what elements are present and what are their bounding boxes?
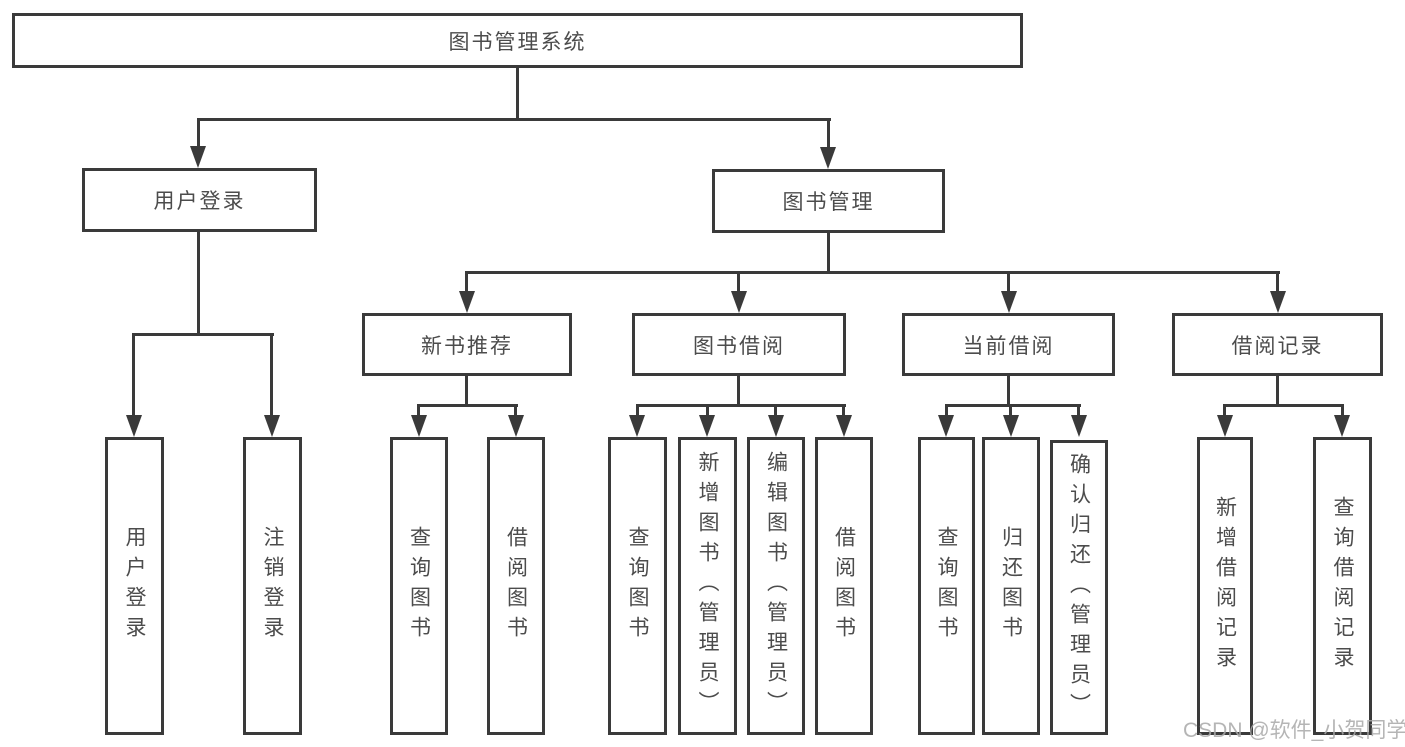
arrowhead-down-icon [1217, 415, 1233, 437]
arrowhead-down-icon [1001, 291, 1017, 313]
leaf-logout-login: 注销登录 [243, 437, 302, 735]
leaf-query-books-current-label: 查询图书 [935, 526, 958, 646]
connector-line [1009, 404, 1012, 416]
connector-line [465, 271, 1280, 274]
node-book-borrowing: 图书借阅 [632, 313, 846, 376]
leaf-confirm-return-admin-label: 确认归还（管理员） [1067, 452, 1091, 723]
connector-line [514, 404, 517, 416]
leaf-query-books-current: 查询图书 [918, 437, 975, 735]
connector-line [842, 404, 845, 416]
arrowhead-down-icon [264, 415, 280, 437]
arrowhead-down-icon [629, 415, 645, 437]
leaf-borrow-books-recommend-label: 借阅图书 [504, 526, 528, 646]
leaf-add-borrow-record: 新增借阅记录 [1197, 437, 1253, 735]
connector-line [737, 271, 740, 292]
leaf-logout-login-label: 注销登录 [261, 526, 284, 646]
node-library-management-system: 图书管理系统 [12, 13, 1023, 68]
arrowhead-down-icon [1334, 415, 1350, 437]
leaf-borrow-books-borrowing-label: 借阅图书 [832, 526, 856, 646]
connector-line [636, 404, 639, 416]
connector-line [132, 333, 274, 336]
arrowhead-down-icon [836, 415, 852, 437]
node-current-borrowing: 当前借阅 [902, 313, 1115, 376]
arrowhead-down-icon [411, 415, 427, 437]
leaf-borrow-books-borrowing: 借阅图书 [815, 437, 873, 735]
leaf-return-books: 归还图书 [982, 437, 1040, 735]
node-current-borrowing-label: 当前借阅 [962, 334, 1055, 358]
arrowhead-down-icon [731, 291, 747, 313]
node-book-management-label: 图书管理 [782, 191, 875, 214]
watermark: CSDN @软件_小贺同学 [1183, 719, 1405, 742]
connector-line [197, 118, 200, 147]
node-new-book-recommend: 新书推荐 [362, 313, 572, 376]
connector-line [737, 374, 740, 406]
connector-line [417, 404, 518, 407]
connector-line [636, 404, 846, 407]
connector-line [1224, 404, 1344, 407]
leaf-return-books-label: 归还图书 [999, 526, 1023, 646]
connector-line [197, 230, 200, 336]
connector-line [465, 271, 468, 292]
leaf-add-borrow-record-label: 新增借阅记录 [1213, 496, 1237, 676]
arrowhead-down-icon [1071, 415, 1087, 437]
leaf-query-borrow-record: 查询借阅记录 [1313, 437, 1372, 735]
connector-line [132, 333, 135, 416]
arrowhead-down-icon [699, 415, 715, 437]
connector-line [774, 404, 777, 416]
connector-line [945, 404, 948, 416]
leaf-edit-book-admin: 编辑图书（管理员） [747, 437, 805, 735]
connector-line [827, 231, 830, 274]
arrowhead-down-icon [508, 415, 524, 437]
node-book-borrowing-label: 图书借阅 [693, 334, 785, 358]
leaf-user-login: 用户登录 [105, 437, 164, 735]
connector-line [1007, 271, 1010, 292]
leaf-query-borrow-record-label: 查询借阅记录 [1331, 496, 1354, 676]
leaf-add-book-admin-label: 新增图书（管理员） [696, 451, 719, 721]
leaf-query-books-borrowing-label: 查询图书 [626, 526, 649, 646]
connector-line [1077, 404, 1080, 416]
node-user-login-label: 用户登录 [153, 190, 246, 213]
arrowhead-down-icon [459, 291, 475, 313]
leaf-borrow-books-recommend: 借阅图书 [487, 437, 545, 735]
connector-line [465, 374, 468, 406]
leaf-query-books-recommend: 查询图书 [390, 437, 448, 735]
node-library-management-system-label: 图书管理系统 [448, 30, 587, 54]
connector-line [1223, 404, 1226, 416]
arrowhead-down-icon [820, 147, 836, 169]
node-user-login: 用户登录 [82, 168, 317, 232]
leaf-add-book-admin: 新增图书（管理员） [678, 437, 737, 735]
leaf-edit-book-admin-label: 编辑图书（管理员） [764, 451, 788, 721]
leaf-query-books-recommend-label: 查询图书 [407, 526, 431, 646]
leaf-user-login-label: 用户登录 [123, 526, 146, 646]
node-new-book-recommend-label: 新书推荐 [421, 334, 513, 358]
connector-line [1341, 404, 1344, 416]
connector-line [827, 118, 830, 147]
connector-line [516, 67, 519, 120]
node-book-management: 图书管理 [712, 169, 945, 233]
connector-line [270, 333, 273, 416]
node-borrow-records: 借阅记录 [1172, 313, 1383, 376]
connector-line [197, 118, 831, 121]
connector-line [945, 404, 1081, 407]
arrowhead-down-icon [126, 415, 142, 437]
connector-line [706, 404, 709, 416]
connector-line [1276, 374, 1279, 406]
leaf-query-books-borrowing: 查询图书 [608, 437, 667, 735]
connector-line [417, 404, 420, 416]
connector-line [1276, 271, 1279, 292]
arrowhead-down-icon [1003, 415, 1019, 437]
leaf-confirm-return-admin: 确认归还（管理员） [1050, 440, 1108, 735]
arrowhead-down-icon [190, 146, 206, 168]
node-borrow-records-label: 借阅记录 [1231, 334, 1324, 358]
arrowhead-down-icon [938, 415, 954, 437]
connector-line [1007, 374, 1010, 406]
arrowhead-down-icon [768, 415, 784, 437]
arrowhead-down-icon [1270, 291, 1286, 313]
